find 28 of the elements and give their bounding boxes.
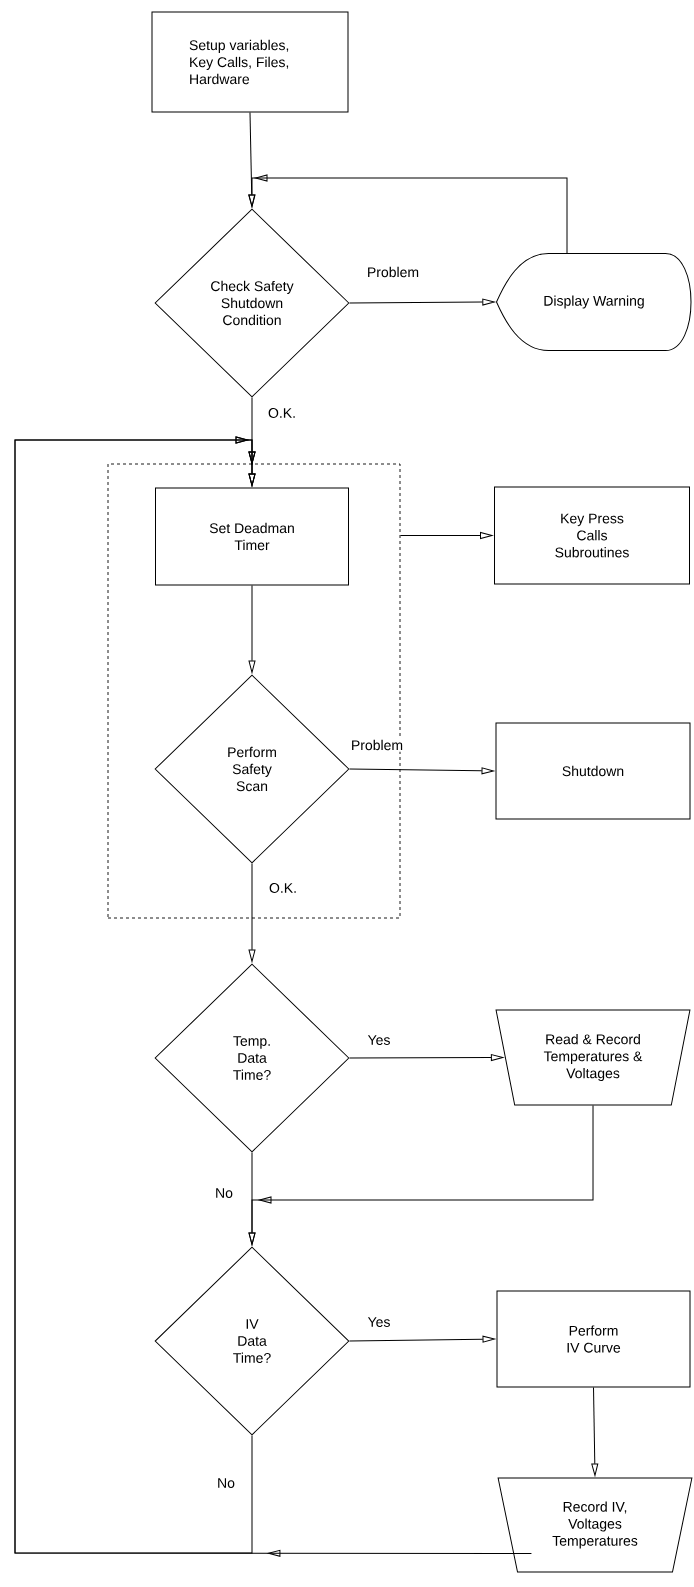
process-box: Perform IV Curve — [496, 1290, 691, 1388]
arrow — [399, 532, 493, 539]
arrow — [349, 1335, 495, 1343]
arrow — [248, 1105, 594, 1245]
process-box: Shutdown — [495, 722, 691, 820]
edge-label: No — [215, 1476, 237, 1490]
arrow — [349, 1054, 504, 1062]
arrow — [349, 298, 495, 306]
edge-label: O.K. — [266, 406, 298, 420]
dashed-group-box — [107, 463, 401, 919]
arrow — [248, 112, 256, 207]
arrow — [248, 585, 256, 673]
arrow — [591, 1387, 599, 1476]
edge-label: No — [213, 1186, 235, 1200]
arrow — [248, 174, 568, 254]
arrow — [14, 436, 532, 1557]
trapezoid-box: Record IV, Voltages Temperatures — [497, 1477, 693, 1573]
edge-label: Yes — [366, 1033, 392, 1047]
edge-label: Yes — [366, 1315, 392, 1329]
process-box: Setup variables, Key Calls, Files, Hardware — [151, 11, 349, 113]
arrow — [349, 767, 494, 775]
edge-label: Problem — [365, 265, 421, 279]
edge-label: Problem — [349, 738, 405, 752]
process-box: Key Press Calls Subroutines — [494, 486, 690, 585]
process-box: Set Deadman Timer — [155, 487, 349, 586]
arrow — [248, 863, 256, 962]
edge-label: O.K. — [267, 881, 299, 895]
trapezoid-box: Read & Record Temperatures & Voltages — [495, 1009, 691, 1106]
